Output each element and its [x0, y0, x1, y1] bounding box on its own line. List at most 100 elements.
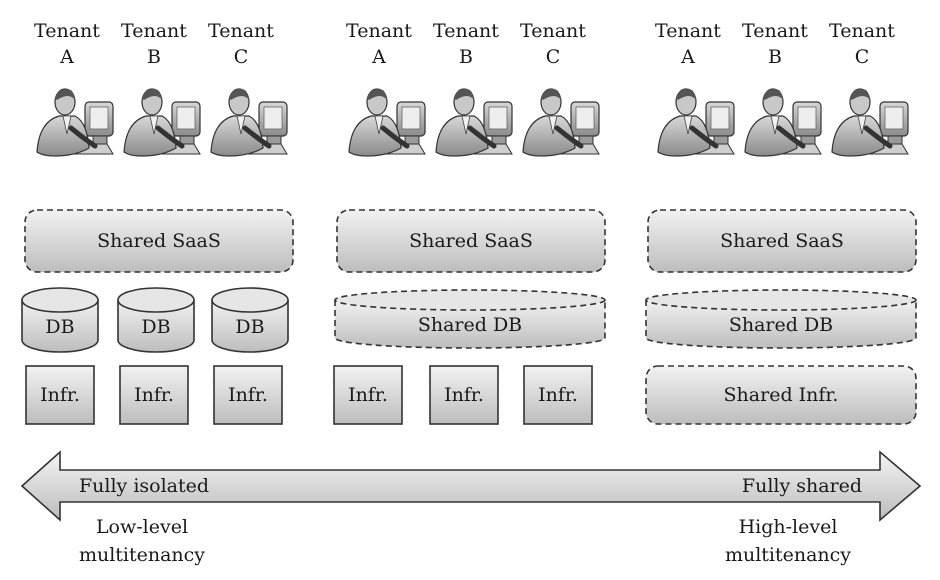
torso — [435, 115, 489, 157]
tenant-id: C — [234, 46, 249, 68]
monitor-stand — [266, 135, 282, 145]
hair — [142, 89, 162, 100]
person-at-computer-icon — [435, 88, 513, 157]
hair — [454, 89, 474, 100]
torso — [210, 115, 264, 157]
shared-saas-box: Shared SaaS — [336, 209, 606, 273]
monitor-stand — [92, 135, 108, 145]
tenant-label: Tenant — [34, 20, 100, 42]
shared-db-cylinder-top — [645, 289, 917, 311]
tenant-id: B — [459, 46, 473, 68]
infra-box-shape — [119, 365, 189, 425]
double-arrow-shape — [20, 450, 922, 522]
shared-saas-box-shape — [336, 209, 606, 273]
person-at-computer-icon — [123, 88, 201, 157]
arm — [380, 125, 410, 149]
db-cylinder-label: DB — [45, 316, 74, 338]
shared-saas-box-label: Shared SaaS — [720, 230, 844, 252]
shared-saas-box-shape — [24, 209, 294, 273]
arm — [776, 125, 806, 149]
shared-saas-box-label: Shared SaaS — [97, 230, 221, 252]
tenant-id: A — [680, 46, 695, 68]
screen — [884, 106, 904, 130]
shirt-collar — [683, 115, 693, 135]
infra-box: Infr. — [333, 365, 403, 425]
torso — [36, 115, 90, 157]
db-cylinder: DB — [211, 287, 289, 353]
monitor-stand — [491, 135, 507, 145]
db-cylinder-body — [21, 300, 99, 353]
tenant-label: Tenant — [829, 20, 895, 42]
shirt-collar — [236, 115, 246, 135]
monitor-stand — [800, 135, 816, 145]
db-cylinder-top — [117, 287, 195, 313]
tenant-label: Tenant — [520, 20, 586, 42]
hair — [367, 89, 387, 100]
monitor-stand — [578, 135, 594, 145]
infra-box-shape — [333, 365, 403, 425]
person-at-computer-icon — [657, 88, 735, 157]
tenant-id: A — [371, 46, 386, 68]
infra-box-shape — [429, 365, 499, 425]
screen — [797, 106, 817, 130]
shared-db-cylinder-label: Shared DB — [418, 314, 522, 336]
screen — [710, 106, 730, 130]
shared-db-cylinder: Shared DB — [645, 289, 917, 349]
person-at-computer-icon — [831, 88, 909, 157]
tenant-label: Tenant — [433, 20, 499, 42]
hair — [850, 89, 870, 100]
torso — [744, 115, 798, 157]
monitor-stand — [713, 135, 729, 145]
shirt-collar — [62, 115, 72, 135]
torso — [123, 115, 177, 157]
torso — [522, 115, 576, 157]
infra-box-label: Infr. — [40, 384, 80, 406]
tenant-id: B — [768, 46, 782, 68]
hair — [676, 89, 696, 100]
screen — [488, 106, 508, 130]
shared-infra-box-label: Shared Infr. — [724, 384, 839, 406]
shirt-collar — [857, 115, 867, 135]
shared-db-cylinder: Shared DB — [334, 289, 606, 349]
shared-infra-box: Shared Infr. — [645, 365, 917, 425]
hair — [763, 89, 783, 100]
tenant-label: Tenant — [655, 20, 721, 42]
tenant-label: Tenant — [208, 20, 274, 42]
fully-shared-label: Fully shared — [742, 475, 862, 497]
infra-box: Infr. — [429, 365, 499, 425]
torso — [348, 115, 402, 157]
shirt-collar — [149, 115, 159, 135]
screen — [401, 106, 421, 130]
shirt-collar — [548, 115, 558, 135]
tenant-id: C — [855, 46, 870, 68]
person-at-computer-icon — [210, 88, 288, 157]
infra-box: Infr. — [213, 365, 283, 425]
shared-saas-box: Shared SaaS — [24, 209, 294, 273]
db-cylinder-top — [211, 287, 289, 313]
infra-box: Infr. — [119, 365, 189, 425]
shared-infra-box-shape — [645, 365, 917, 425]
arm — [242, 125, 272, 149]
person-at-computer-icon — [36, 88, 114, 157]
shared-saas-box-shape — [647, 209, 917, 273]
shirt-collar — [770, 115, 780, 135]
screen — [176, 106, 196, 130]
screen — [263, 106, 283, 130]
arm — [554, 125, 584, 149]
arm — [68, 125, 98, 149]
low-level-caption: multitenancy — [79, 544, 205, 566]
hair — [229, 89, 249, 100]
shared-db-cylinder-top — [334, 289, 606, 311]
high-level-caption: High-level — [739, 516, 838, 538]
fully-isolated-label: Fully isolated — [79, 475, 209, 497]
torso — [831, 115, 885, 157]
infra-box-label: Infr. — [228, 384, 268, 406]
shared-db-cylinder-label: Shared DB — [729, 314, 833, 336]
monitor-stand — [179, 135, 195, 145]
person-at-computer-icon — [348, 88, 426, 157]
tenant-id: A — [59, 46, 74, 68]
tenant-label: Tenant — [346, 20, 412, 42]
shared-db-cylinder-body — [334, 300, 606, 349]
